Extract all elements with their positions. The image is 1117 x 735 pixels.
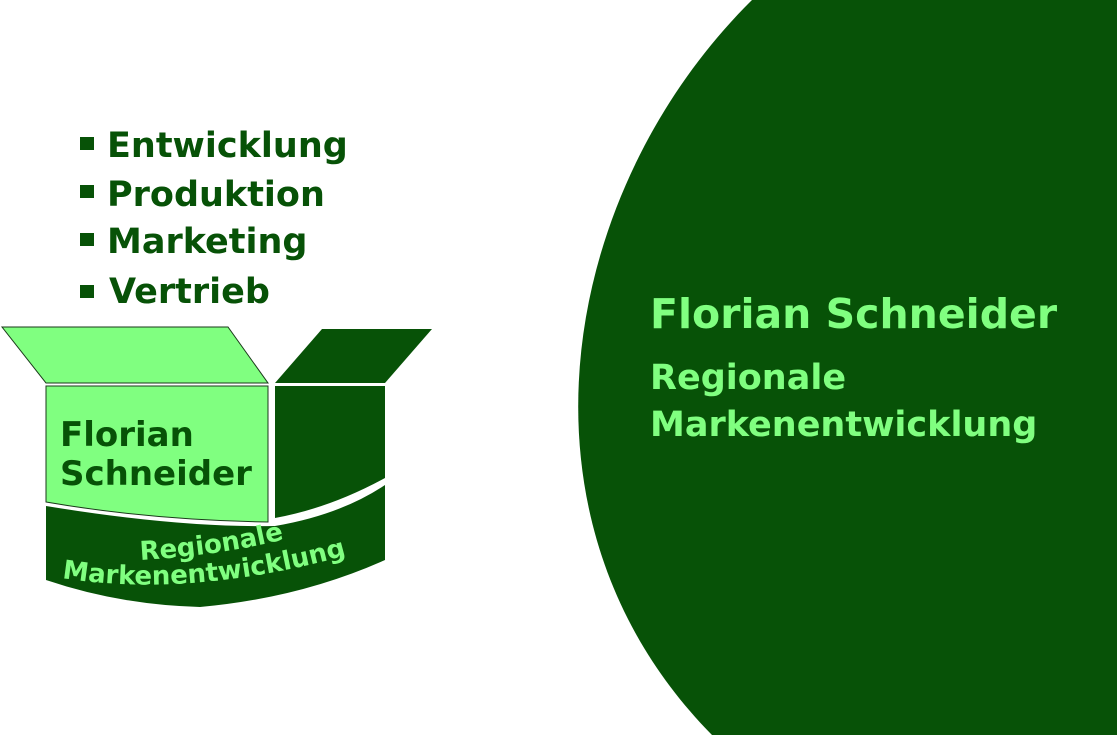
bullet-item: Entwicklung (107, 126, 348, 166)
bullet-item: Marketing (107, 222, 307, 262)
logo-name-line2: Schneider (60, 454, 252, 494)
bullet-icon (80, 185, 94, 198)
bullet-icon (80, 285, 94, 298)
panel-name: Florian Schneider (650, 290, 1058, 338)
box-left-lid (0, 326, 269, 384)
box-right-lid (275, 329, 432, 383)
box-side-face (275, 386, 385, 518)
box-logo: Florian Schneider Regionale Markenentwic… (0, 326, 432, 607)
right-panel-shape (578, 0, 1117, 735)
panel-subtitle-line2: Markenentwicklung (650, 405, 1037, 445)
bullet-icon (80, 233, 94, 246)
bullet-item: Vertrieb (109, 272, 270, 312)
bullet-icon (80, 137, 94, 150)
bullet-item: Produktion (107, 175, 325, 215)
panel-subtitle-line1: Regionale (650, 358, 846, 398)
logo-name-line1: Florian (60, 415, 194, 455)
box-front-face (45, 385, 269, 523)
box-band (46, 485, 385, 607)
bullet-list: Entwicklung Produktion Marketing Vertrie… (80, 126, 348, 312)
